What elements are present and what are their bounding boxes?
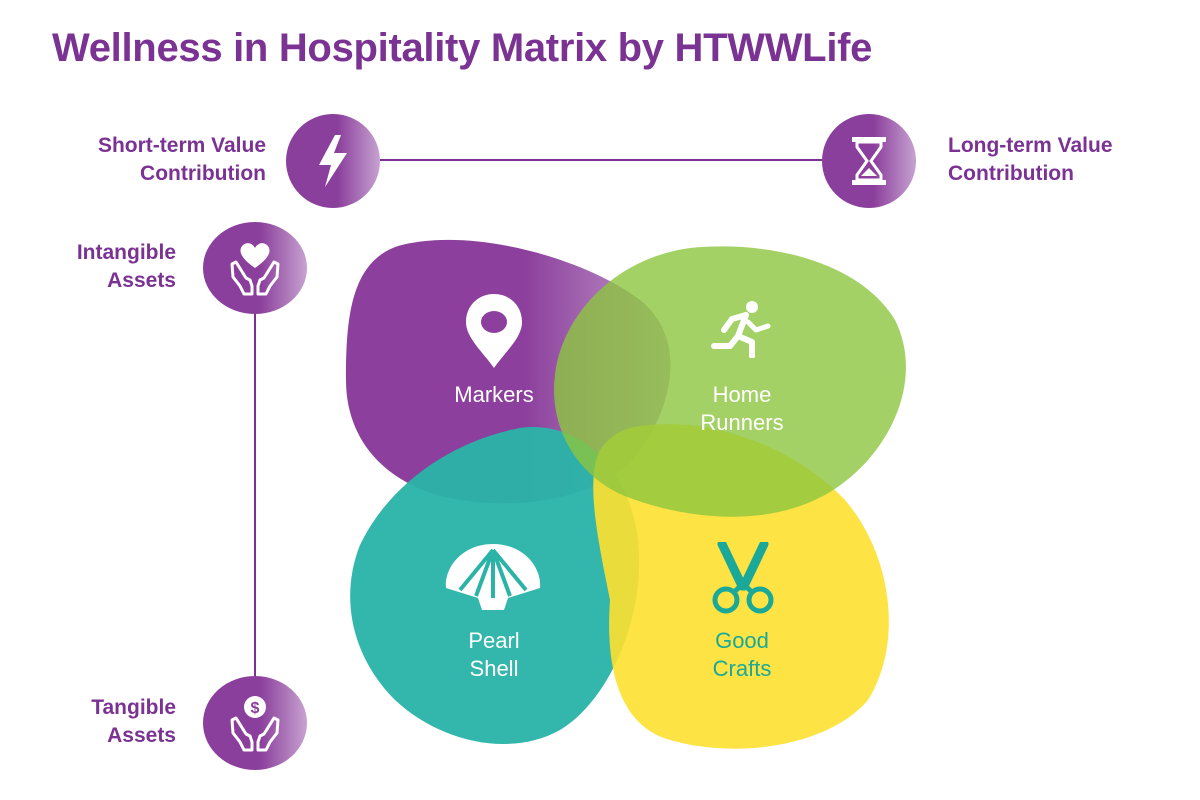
shell-icon <box>445 544 541 610</box>
blob-home-runners <box>554 246 906 517</box>
tangible-label: Tangible Assets <box>91 696 176 747</box>
map-pin-icon <box>466 294 522 368</box>
hands-dollar-icon: $ <box>230 696 280 752</box>
hands-heart-icon <box>230 243 280 296</box>
scissors-icon <box>712 542 774 614</box>
quadrant-label-home-runners: Home Runners <box>700 382 784 435</box>
intangible-circle <box>203 222 307 314</box>
lightning-icon <box>319 135 347 187</box>
quadrant-label-markers: Markers <box>454 382 534 407</box>
short-term-label: Short-term Value Contribution <box>97 134 266 185</box>
tangible-circle: $ <box>203 676 307 770</box>
page-title: Wellness in Hospitality Matrix by HTWWLi… <box>52 26 873 70</box>
quadrant-label-good-crafts: Good Crafts <box>712 628 772 681</box>
vertical-axis-line <box>254 314 256 676</box>
long-term-label: Long-term Value Contribution <box>948 134 1113 185</box>
long-term-circle <box>822 114 916 208</box>
runner-icon <box>711 301 771 358</box>
horizontal-axis-line <box>380 159 822 161</box>
svg-text:$: $ <box>251 700 260 717</box>
hourglass-icon <box>852 137 886 185</box>
intangible-label: Intangible Assets <box>76 241 176 292</box>
short-term-circle <box>286 114 380 208</box>
quadrant-label-pearl-shell: Pearl Shell <box>468 628 520 681</box>
